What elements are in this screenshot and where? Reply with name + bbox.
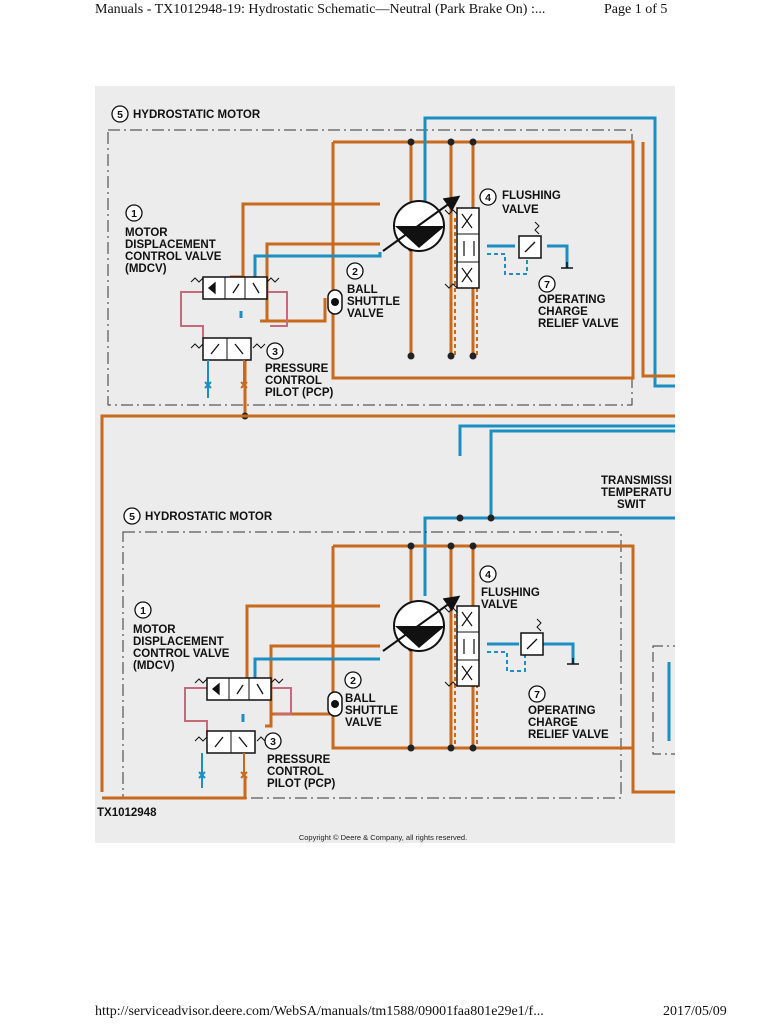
label-motor-title-top: 5 HYDROSTATIC MOTOR bbox=[111, 105, 261, 123]
svg-text:PRESSURE: PRESSURE bbox=[267, 754, 331, 766]
ball-shuttle-valve-bottom bbox=[327, 691, 343, 717]
label-flush-bottom: 4 FLUSHING VALVE bbox=[479, 565, 540, 611]
svg-text:PRESSURE: PRESSURE bbox=[265, 363, 329, 375]
svg-text:DISPLACEMENT: DISPLACEMENT bbox=[133, 636, 224, 648]
svg-text:SHUTTLE: SHUTTLE bbox=[347, 296, 400, 308]
flushing-valve-top bbox=[444, 207, 480, 289]
motor-section-bottom: 5 HYDROSTATIC MOTOR 1 MOTOR DISPLACEMENT… bbox=[102, 507, 675, 800]
mdcv-valve-bottom bbox=[194, 677, 284, 701]
svg-text:7: 7 bbox=[544, 279, 550, 291]
svg-text:BALL: BALL bbox=[345, 693, 376, 705]
svg-text:VALVE: VALVE bbox=[502, 204, 539, 216]
svg-text:5: 5 bbox=[129, 511, 135, 523]
pcp-valve-top bbox=[190, 337, 266, 398]
label-temp-switch: TRANSMISSI TEMPERATU SWIT bbox=[601, 475, 672, 511]
pcp-valve-bottom bbox=[194, 730, 270, 788]
svg-text:4: 4 bbox=[485, 192, 491, 204]
charge-relief-valve-top bbox=[518, 221, 573, 269]
svg-text:MOTOR: MOTOR bbox=[125, 227, 168, 239]
document-title: Manuals - TX1012948-19: Hydrostatic Sche… bbox=[95, 2, 546, 17]
label-ball-top: 2 BALL SHUTTLE VALVE bbox=[346, 262, 400, 320]
svg-text:TEMPERATU: TEMPERATU bbox=[601, 487, 672, 499]
svg-text:FLUSHING: FLUSHING bbox=[502, 190, 561, 202]
source-url: http://serviceadvisor.deere.com/WebSA/ma… bbox=[95, 1004, 544, 1019]
svg-text:CHARGE: CHARGE bbox=[528, 717, 578, 729]
svg-text:VALVE: VALVE bbox=[347, 308, 384, 320]
svg-text:1: 1 bbox=[140, 605, 146, 617]
charge-drain-bottom bbox=[487, 651, 526, 672]
svg-text:HYDROSTATIC MOTOR: HYDROSTATIC MOTOR bbox=[133, 109, 261, 121]
svg-text:2: 2 bbox=[350, 675, 356, 687]
svg-text:HYDROSTATIC MOTOR: HYDROSTATIC MOTOR bbox=[145, 511, 273, 523]
label-flush-top: 4 FLUSHING VALVE bbox=[479, 188, 561, 216]
svg-text:OPERATING: OPERATING bbox=[528, 705, 596, 717]
switch-box bbox=[652, 645, 675, 755]
copyright-notice: Copyright © Deere & Company, all rights … bbox=[299, 833, 467, 842]
svg-text:(MDCV): (MDCV) bbox=[125, 263, 167, 275]
interconnect-lines bbox=[100, 142, 675, 792]
svg-text:PILOT (PCP): PILOT (PCP) bbox=[265, 387, 334, 399]
motor-boundary-bottom bbox=[122, 531, 622, 799]
label-relief-top: 7 OPERATING CHARGE RELIEF VALVE bbox=[538, 275, 619, 330]
pilot-lines-top bbox=[180, 291, 288, 338]
charge-relief-valve-bottom bbox=[520, 618, 579, 665]
svg-text:DISPLACEMENT: DISPLACEMENT bbox=[125, 239, 216, 251]
svg-text:PILOT (PCP): PILOT (PCP) bbox=[267, 778, 336, 790]
label-motor-title-bottom: 5 HYDROSTATIC MOTOR bbox=[123, 507, 273, 525]
pilot-lines-bottom bbox=[184, 687, 292, 736]
svg-text:CONTROL VALVE: CONTROL VALVE bbox=[133, 648, 230, 660]
motor-section-top: 5 HYDROSTATIC MOTOR 1 MOTOR DISPLACEMENT… bbox=[107, 105, 675, 420]
svg-text:4: 4 bbox=[485, 569, 491, 581]
interconnect-junctions bbox=[456, 514, 495, 522]
label-mdcv-top: 1 MOTOR DISPLACEMENT CONTROL VALVE (MDCV… bbox=[125, 204, 222, 275]
svg-text:CONTROL: CONTROL bbox=[265, 375, 322, 387]
charge-lines-bottom bbox=[241, 642, 575, 722]
print-date: 2017/05/09 bbox=[663, 1004, 727, 1019]
svg-text:OPERATING: OPERATING bbox=[538, 294, 606, 306]
label-pcp-bottom: 3 PRESSURE CONTROL PILOT (PCP) bbox=[264, 732, 336, 790]
label-ball-bottom: 2 BALL SHUTTLE VALVE bbox=[344, 671, 398, 729]
svg-text:5: 5 bbox=[117, 109, 123, 121]
svg-text:TRANSMISSI: TRANSMISSI bbox=[601, 475, 672, 487]
svg-text:RELIEF VALVE: RELIEF VALVE bbox=[538, 318, 619, 330]
page-indicator: Page 1 of 5 bbox=[604, 2, 668, 17]
svg-text:RELIEF VALVE: RELIEF VALVE bbox=[528, 729, 609, 741]
svg-text:VALVE: VALVE bbox=[345, 717, 382, 729]
label-relief-bottom: 7 OPERATING CHARGE RELIEF VALVE bbox=[528, 685, 609, 741]
ball-shuttle-valve-top bbox=[327, 289, 343, 315]
hydrostatic-schematic: 5 HYDROSTATIC MOTOR 1 MOTOR DISPLACEMENT… bbox=[95, 86, 675, 843]
diagram-background bbox=[95, 86, 675, 843]
svg-text:CONTROL VALVE: CONTROL VALVE bbox=[125, 251, 222, 263]
svg-text:VALVE: VALVE bbox=[481, 599, 518, 611]
flushing-valve-bottom bbox=[444, 605, 480, 687]
svg-text:CHARGE: CHARGE bbox=[538, 306, 588, 318]
svg-text:3: 3 bbox=[272, 346, 278, 358]
svg-text:MOTOR: MOTOR bbox=[133, 624, 176, 636]
svg-text:SHUTTLE: SHUTTLE bbox=[345, 705, 398, 717]
svg-text:FLUSHING: FLUSHING bbox=[481, 587, 540, 599]
hydrostatic-motor-symbol-top bbox=[382, 195, 461, 252]
svg-text:BALL: BALL bbox=[347, 284, 378, 296]
svg-text:CONTROL: CONTROL bbox=[267, 766, 324, 778]
label-pcp-top: 3 PRESSURE CONTROL PILOT (PCP) bbox=[265, 342, 334, 399]
label-mdcv-bottom: 1 MOTOR DISPLACEMENT CONTROL VALVE (MDCV… bbox=[133, 601, 230, 672]
svg-text:7: 7 bbox=[534, 689, 540, 701]
charge-lines-top bbox=[239, 116, 675, 388]
hydrostatic-motor-symbol-bottom bbox=[382, 595, 461, 652]
charge-drain-top bbox=[487, 253, 528, 275]
mdcv-valve-top bbox=[190, 276, 280, 300]
svg-text:SWIT: SWIT bbox=[617, 499, 646, 511]
svg-text:1: 1 bbox=[131, 208, 137, 220]
svg-text:3: 3 bbox=[270, 736, 276, 748]
svg-text:(MDCV): (MDCV) bbox=[133, 660, 175, 672]
svg-text:2: 2 bbox=[352, 266, 358, 278]
figure-id: TX1012948 bbox=[97, 807, 157, 819]
